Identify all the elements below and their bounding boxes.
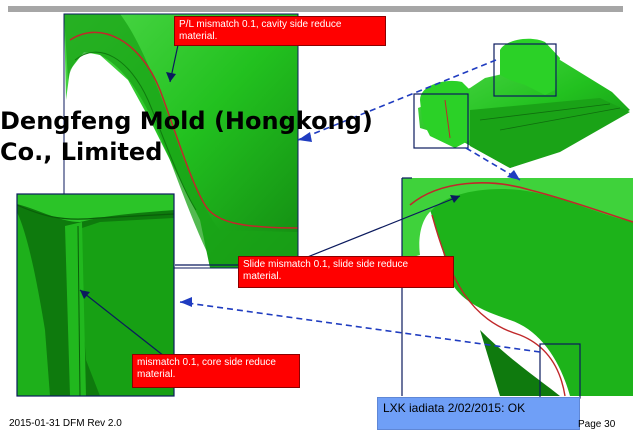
leader-arrowhead-pl [166,72,176,82]
dashed-arrow-main [297,59,497,141]
company-name: Dengfeng Mold (Hongkong) Co., Limited [0,106,373,168]
small-part-overview [413,38,630,168]
callout-slide-mismatch: Slide mismatch 0.1, slide side reduce ma… [238,256,454,288]
leader-core-mismatch [79,289,165,357]
footer-date-revision: 2015-01-31 DFM Rev 2.0 [9,418,122,429]
title-bar-divider [8,6,623,12]
approval-note: LXK iadiata 2/02/2015: OK [377,397,580,430]
dashed-arrow-inset [179,301,541,353]
arrowhead-main [298,132,312,142]
page-number: Page 30 [578,419,616,430]
arrowhead-slide [507,170,520,180]
arrowhead-inset [180,297,192,307]
leader-arrowhead-core [80,290,90,299]
core-mismatch-inset [16,193,175,397]
main-part-view [63,13,299,269]
leader-slide-mismatch [304,195,461,259]
callout-core-mismatch: mismatch 0.1, core side reduce material. [132,354,300,388]
company-name-line2: Co., Limited [0,138,163,166]
leader-arrowhead-slide [450,195,460,203]
company-name-line1: Dengfeng Mold (Hongkong) [0,107,373,135]
callout-pl-mismatch: P/L mismatch 0.1, cavity side reduce mat… [174,16,386,46]
slide-mismatch-view [401,177,633,399]
